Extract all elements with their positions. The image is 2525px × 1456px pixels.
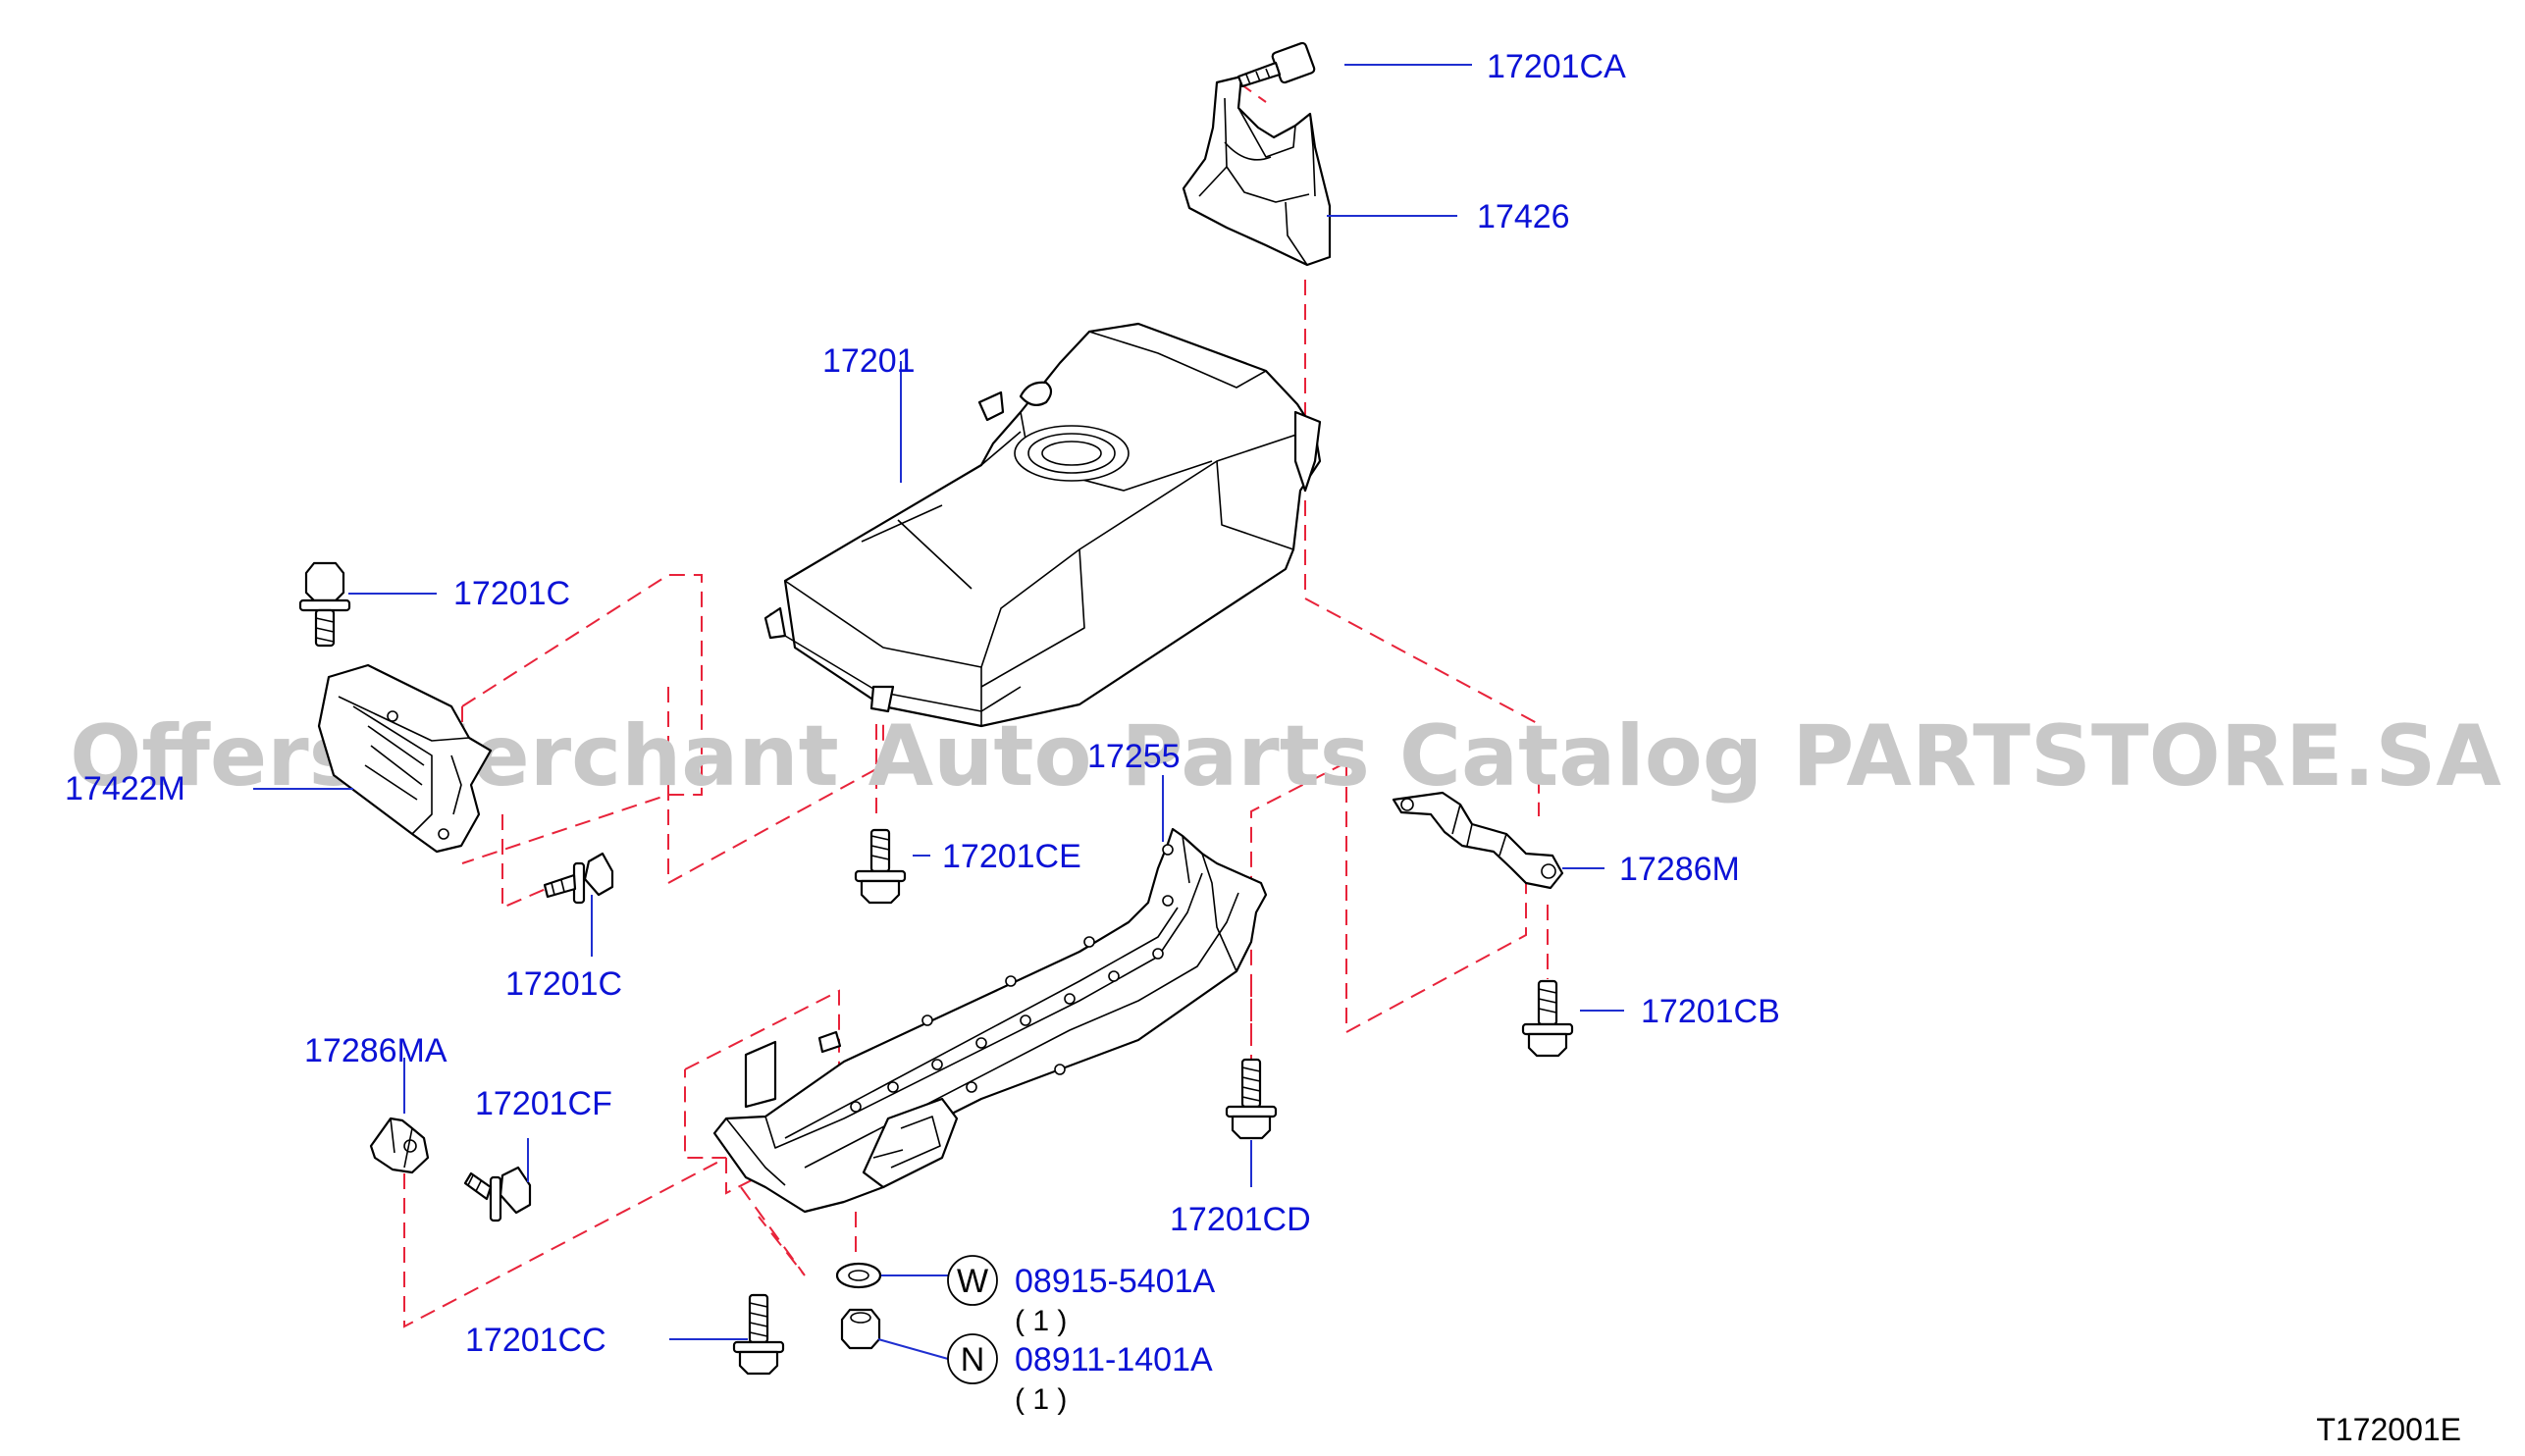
diagram-code: T172001E [2316, 1412, 2461, 1447]
flange-bolt-icon [298, 561, 351, 648]
label-08911-1401A[interactable]: 08911-1401A [1015, 1341, 1213, 1378]
flange-bolt-icon [543, 852, 614, 905]
label-17201CF[interactable]: 17201CF [475, 1085, 612, 1122]
nut-icon [840, 1308, 881, 1350]
bracket-icon [369, 1117, 430, 1174]
label-17201[interactable]: 17201 [822, 342, 916, 380]
label-17201CA[interactable]: 17201CA [1487, 48, 1626, 85]
washer-callout: W 08915-5401A ( 1 ) [947, 1255, 1216, 1337]
label-17201C-bottom[interactable]: 17201C [505, 965, 622, 1003]
label-17426[interactable]: 17426 [1477, 198, 1570, 235]
flange-bolt-icon [463, 1166, 532, 1222]
label-08915-5401A[interactable]: 08915-5401A [1015, 1263, 1216, 1300]
fuel-tank-icon [763, 322, 1322, 728]
washer-qty: ( 1 ) [1015, 1305, 1067, 1337]
label-17422M[interactable]: 17422M [65, 770, 185, 807]
washer-icon [835, 1262, 882, 1289]
label-17201C-top[interactable]: 17201C [453, 575, 570, 612]
tank-band-icon [712, 827, 1268, 1214]
nut-symbol: N [961, 1341, 985, 1378]
heat-shield-icon [1182, 75, 1332, 267]
part-labels: 17201CA 17426 17201 17201C 17422M 17255 … [65, 48, 1780, 1359]
label-17201CE[interactable]: 17201CE [942, 838, 1081, 875]
bracket-icon [1392, 791, 1564, 890]
flange-bolt-icon [1225, 1058, 1278, 1140]
flange-bolt-icon [732, 1293, 785, 1376]
leader-lines [253, 64, 1624, 1360]
label-17201CC[interactable]: 17201CC [465, 1322, 606, 1359]
washer-symbol: W [957, 1263, 988, 1300]
flange-bolt-icon [1521, 979, 1574, 1058]
nut-callout: N 08911-1401A ( 1 ) [947, 1333, 1213, 1416]
flange-bolt-icon [854, 828, 907, 905]
label-17255[interactable]: 17255 [1087, 738, 1181, 775]
nut-qty: ( 1 ) [1015, 1383, 1067, 1416]
heat-shield-icon [317, 663, 493, 854]
label-17286M[interactable]: 17286M [1619, 851, 1740, 888]
bolt-icon [1236, 41, 1316, 88]
label-17201CB[interactable]: 17201CB [1641, 993, 1780, 1030]
label-17201CD[interactable]: 17201CD [1170, 1201, 1311, 1238]
label-17286MA[interactable]: 17286MA [304, 1032, 447, 1069]
